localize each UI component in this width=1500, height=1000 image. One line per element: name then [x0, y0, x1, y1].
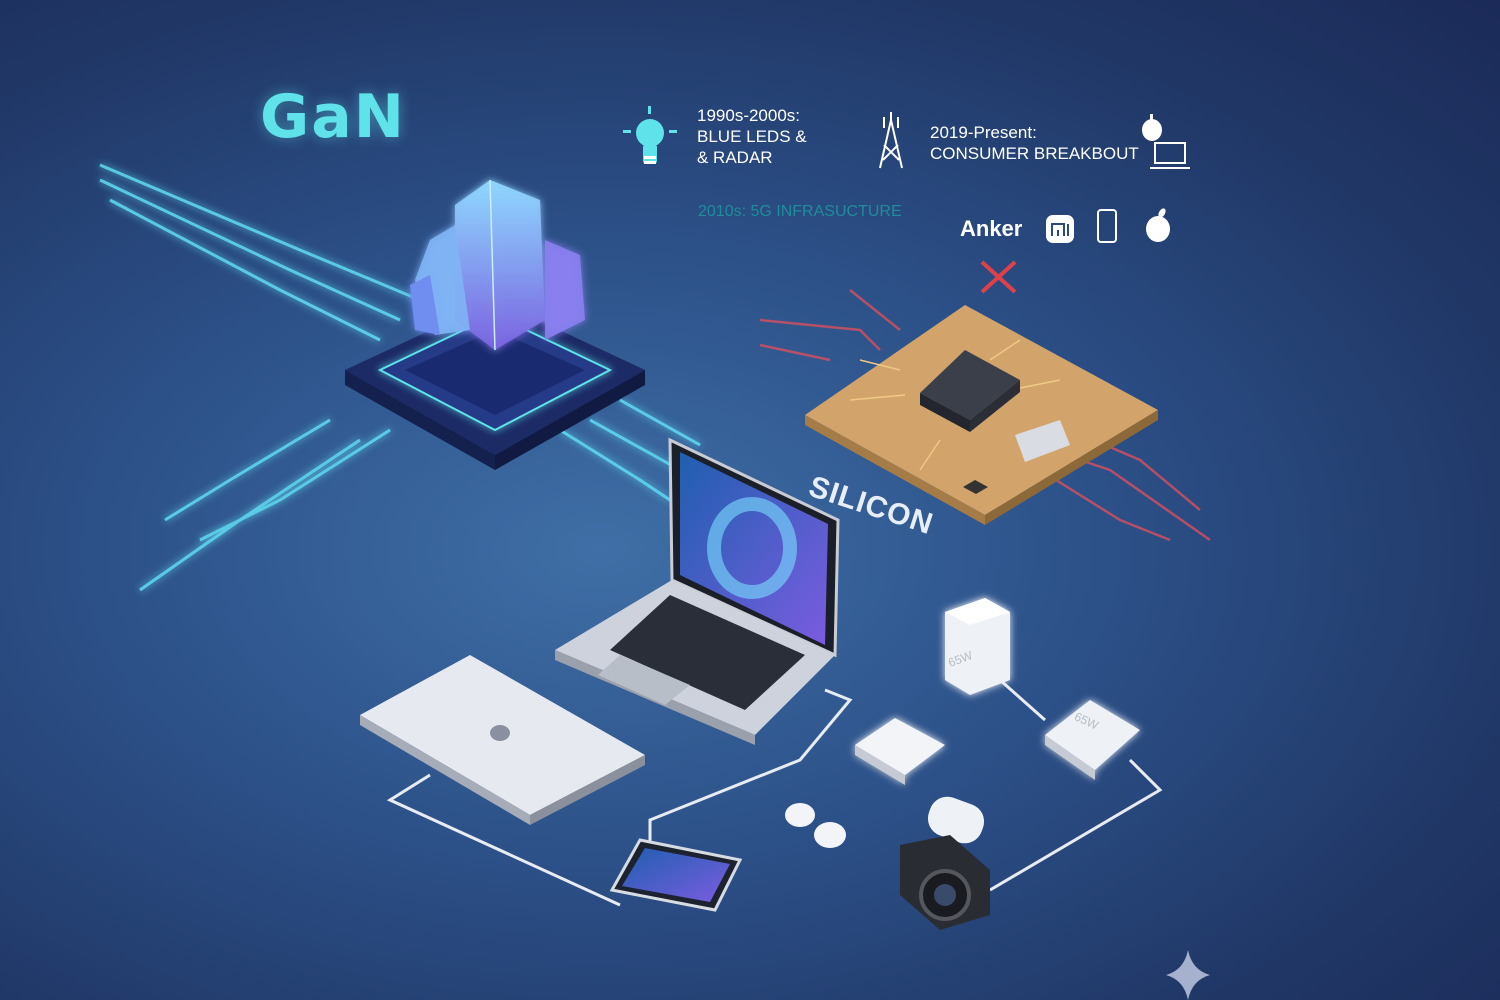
lightbulb-icon — [623, 106, 677, 164]
charger-cube-65w — [945, 598, 1010, 695]
cell-tower-icon — [879, 112, 903, 169]
xiaomi-logo-icon — [1046, 215, 1074, 243]
gan-crystal — [410, 179, 585, 351]
earbuds-case — [927, 796, 985, 844]
earbuds — [785, 803, 846, 848]
silicon-board — [805, 305, 1158, 525]
era-2019-label: 2019-Present: CONSUMER BREAKBOUT — [930, 122, 1139, 164]
laptop-closed — [360, 655, 645, 825]
era-2019-line1: 2019-Present: — [930, 123, 1037, 142]
red-x-icon — [980, 260, 1017, 294]
apple-logo-icon — [490, 725, 510, 741]
charger-brick-65w — [1045, 700, 1140, 780]
smartphone — [609, 838, 743, 912]
sparkle-icon — [1166, 950, 1210, 1000]
apple-icon-small — [1142, 114, 1162, 141]
gan-title: GaN — [260, 82, 406, 152]
laptop-icon-small — [1150, 142, 1190, 169]
era-1990s-label: 1990s-2000s: BLUE LEDS & & RADAR — [697, 105, 807, 168]
camera — [900, 835, 990, 930]
apple-icon — [1146, 208, 1170, 242]
era-2019-line2: CONSUMER BREAKBOUT — [930, 144, 1139, 163]
era-1990s-line3: & RADAR — [697, 148, 773, 167]
smartphone-icon — [1097, 209, 1117, 243]
era-2010s-label: 2010s: 5G INFRASUCTURE — [698, 203, 902, 220]
era-1990s-line1: 1990s-2000s: — [697, 106, 801, 125]
anker-logo: Anker — [960, 216, 1023, 241]
charging-cables — [386, 678, 1163, 907]
gan-chip — [345, 300, 645, 470]
gan-circuit-traces — [99, 163, 701, 592]
era-1990s-line2: BLUE LEDS & — [697, 127, 807, 146]
laptop-open — [555, 437, 840, 745]
charger-small — [855, 718, 945, 785]
